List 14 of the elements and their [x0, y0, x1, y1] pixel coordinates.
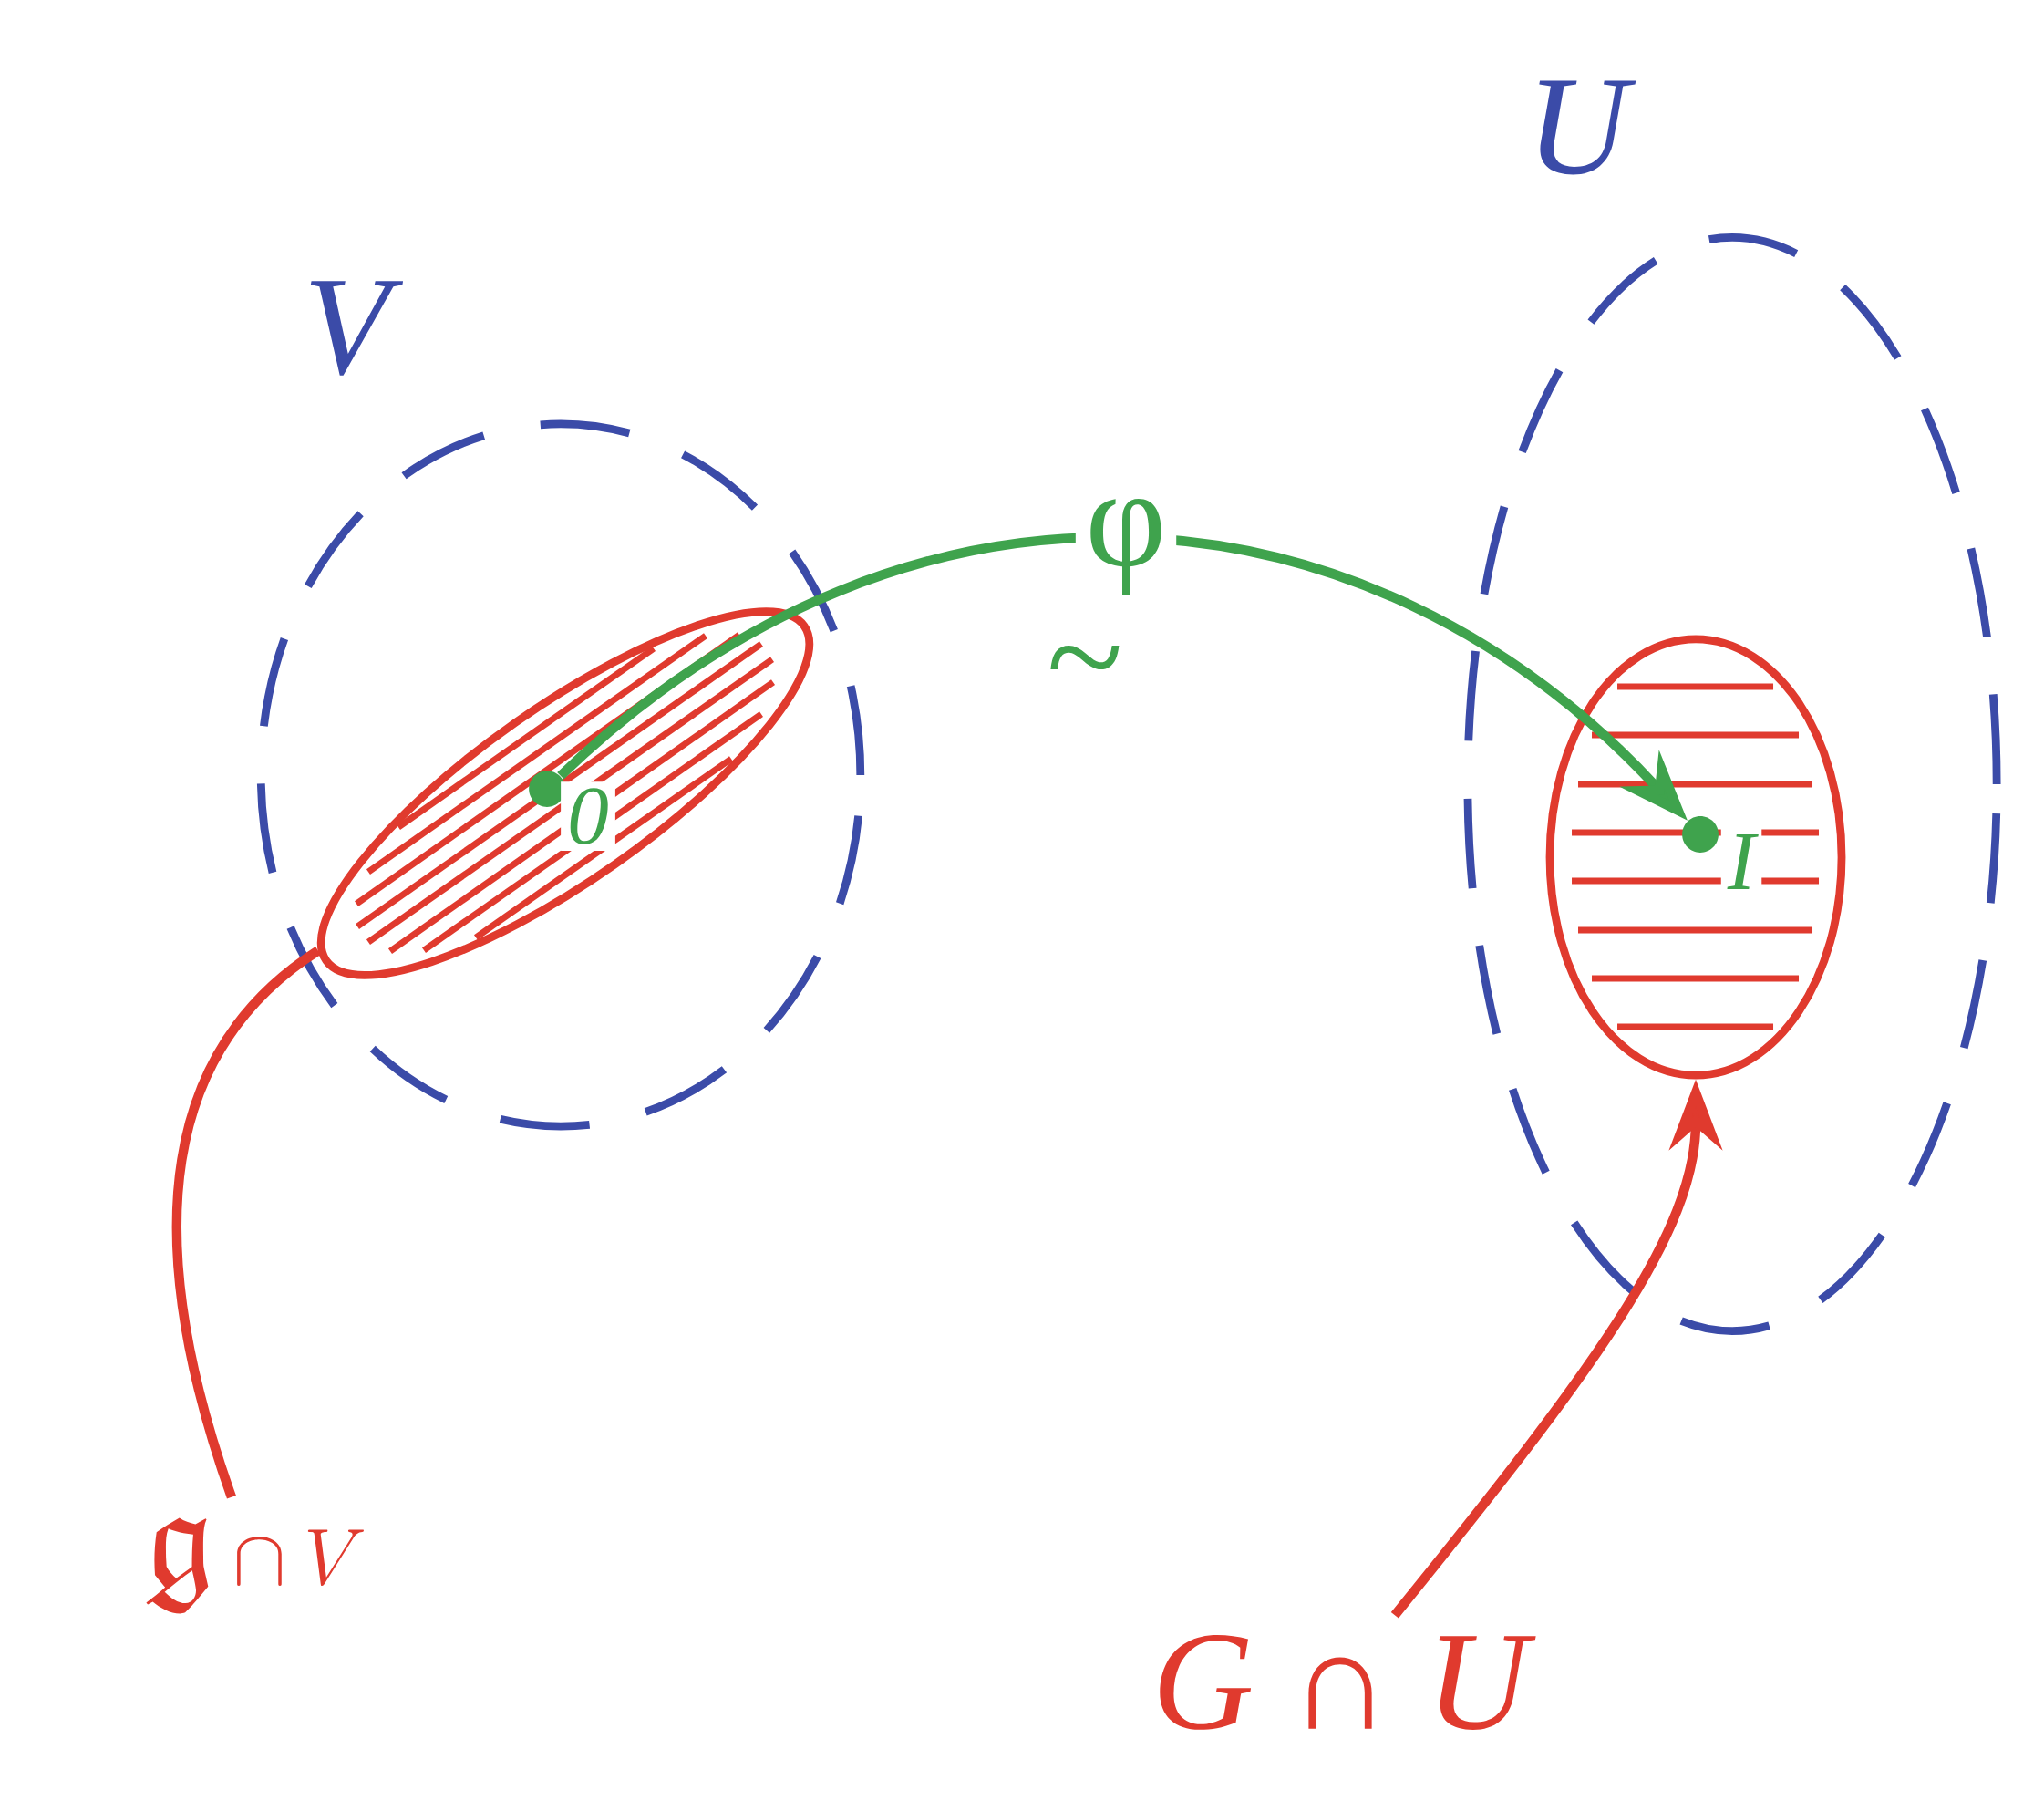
- region-label: U: [1539, 80, 1636, 175]
- set-label: $\mathfrak{g} \cap V$: [146, 1517, 364, 1614]
- point-label: 0: [561, 781, 615, 851]
- point-label: I: [1720, 828, 1762, 895]
- set-label: G ∩ U: [1160, 1635, 1536, 1730]
- point: [1682, 816, 1719, 853]
- hatched-region: [1545, 635, 1846, 1080]
- node-label: 0: [570, 788, 608, 844]
- region-label: V: [310, 281, 404, 376]
- edge-label: φ: [1075, 489, 1177, 606]
- tilde-label: ~: [1050, 646, 1120, 670]
- node-label: I: [1727, 834, 1759, 889]
- hatched-region: [317, 607, 813, 979]
- point: [529, 771, 565, 807]
